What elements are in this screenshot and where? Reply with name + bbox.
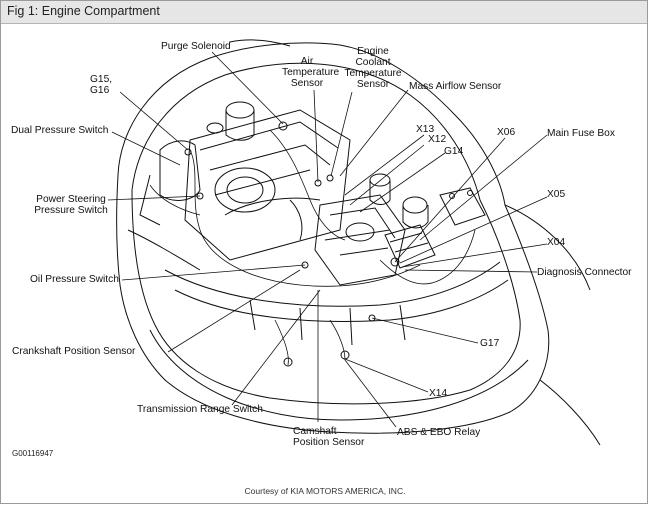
figure-header: Fig 1: Engine Compartment: [1, 1, 647, 24]
credit-line: Courtesy of KIA MOTORS AMERICA, INC.: [244, 486, 406, 496]
label-g17: G17: [480, 338, 500, 349]
label-dual-pressure-switch: Dual Pressure Switch: [11, 125, 109, 136]
label-crankshaft-position-sensor: Crankshaft Position Sensor: [12, 346, 136, 357]
label-camshaft-position-sensor: Camshaft Position Sensor: [293, 426, 365, 448]
leader-lines: [107, 51, 548, 428]
label-diagnosis-connector: Diagnosis Connector: [537, 267, 632, 278]
label-air-temperature-sensor: Air Temperature Sensor: [282, 56, 340, 89]
label-engine-coolant-temperature-sensor: Engine Coolant Temperature Sensor: [344, 46, 402, 90]
label-abs-ebo-relay: ABS & EBO Relay: [397, 427, 481, 438]
bumper-outline: [149, 329, 529, 421]
label-g14: G14: [444, 146, 464, 157]
label-transmission-range-switch: Transmission Range Switch: [137, 404, 263, 415]
image-code: G00116947: [12, 449, 54, 458]
engine-block: [184, 109, 351, 261]
label-mass-airflow-sensor: Mass Airflow Sensor: [409, 81, 502, 92]
label-x05: X05: [547, 189, 566, 200]
fuse-box: [384, 224, 436, 269]
inner-body-outline: [131, 62, 521, 405]
label-oil-pressure-switch: Oil Pressure Switch: [30, 274, 119, 285]
label-main-fuse-box: Main Fuse Box: [547, 128, 615, 139]
hood-outline: [116, 42, 550, 434]
label-x13: X13: [416, 124, 435, 135]
label-x06: X06: [497, 127, 516, 138]
label-x04: X04: [547, 237, 566, 248]
label-power-steering-pressure-switch: Power Steering Pressure Switch: [34, 194, 108, 216]
figure-title: Fig 1: Engine Compartment: [7, 4, 160, 18]
label-g15-g16: G15, G16: [90, 74, 113, 96]
label-x12: X12: [428, 134, 447, 145]
air-box: [314, 194, 406, 286]
label-x14: X14: [429, 388, 448, 399]
label-purge-solenoid: Purge Solenoid: [161, 41, 231, 52]
